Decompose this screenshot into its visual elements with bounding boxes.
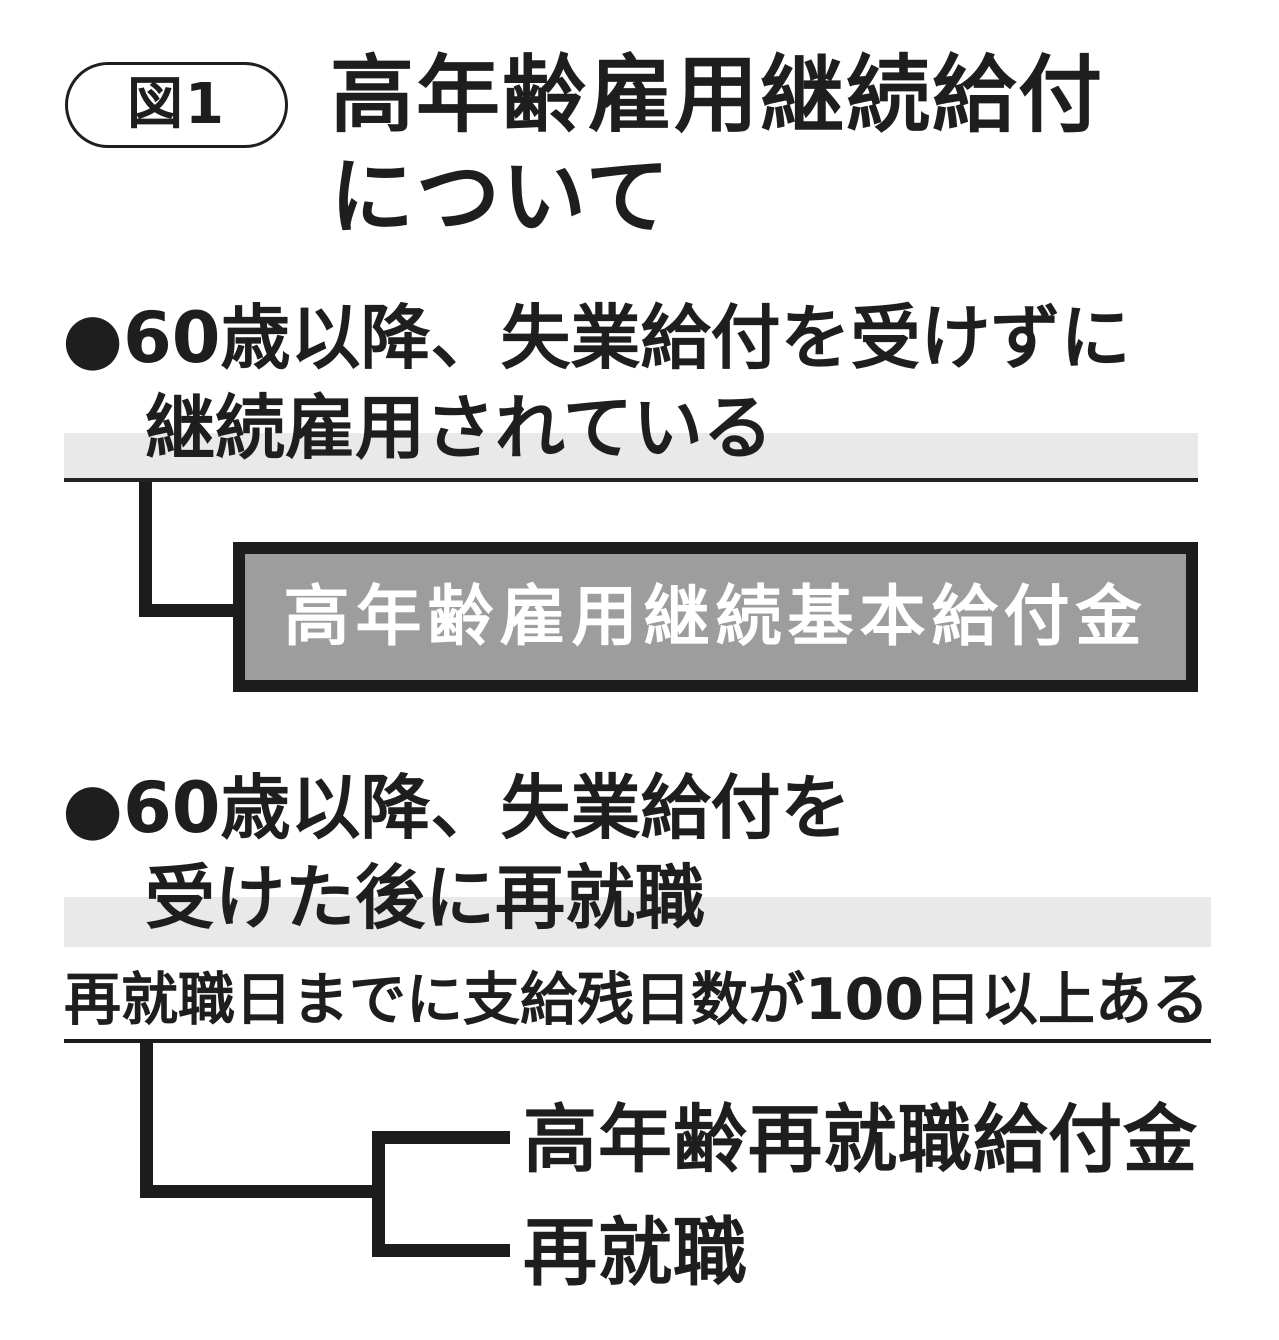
section1-bullet-line2: 継続雇用されている xyxy=(145,387,773,469)
figure-title-line1: 高年齢雇用継続給付 xyxy=(330,46,1105,144)
branch1-label: 高年齢再就職給付金 xyxy=(523,1097,1198,1183)
benefit-box-label: 高年齢雇用継続基本給付金 xyxy=(283,578,1148,655)
branch-bottom-horizontal-line xyxy=(372,1244,510,1257)
figure-title-line2: について xyxy=(330,148,672,246)
section1-highlight-bar xyxy=(64,433,1198,482)
figure-badge-label: 図1 xyxy=(127,72,226,137)
branch-top-horizontal-line xyxy=(372,1131,510,1144)
section1-bullet-line1: ●60歳以降、失業給付を受けずに xyxy=(62,297,1131,379)
branch-spine-vertical-line xyxy=(372,1131,385,1257)
benefit-box: 高年齢雇用継続基本給付金 xyxy=(233,542,1198,692)
section2-highlight-bar xyxy=(64,897,1211,947)
section2-bullet-line2: 受けた後に再就職 xyxy=(145,857,705,939)
condition-underline-rule xyxy=(64,1039,1211,1043)
section1-connector-horizontal-line xyxy=(139,604,239,617)
condition-text: 再就職日までに支給残日数が100日以上ある xyxy=(64,967,1209,1033)
branch-root-vertical-line xyxy=(140,1043,153,1198)
section2-bullet-line1: ●60歳以降、失業給付を xyxy=(62,767,851,849)
figure-badge: 図1 xyxy=(65,62,288,148)
branch-root-horizontal-line xyxy=(140,1185,385,1198)
figure-title: 高年齢雇用継続給付 について xyxy=(330,44,1230,248)
branch2-label: 再就職 xyxy=(523,1210,748,1296)
section1-connector-vertical-line xyxy=(139,482,152,617)
